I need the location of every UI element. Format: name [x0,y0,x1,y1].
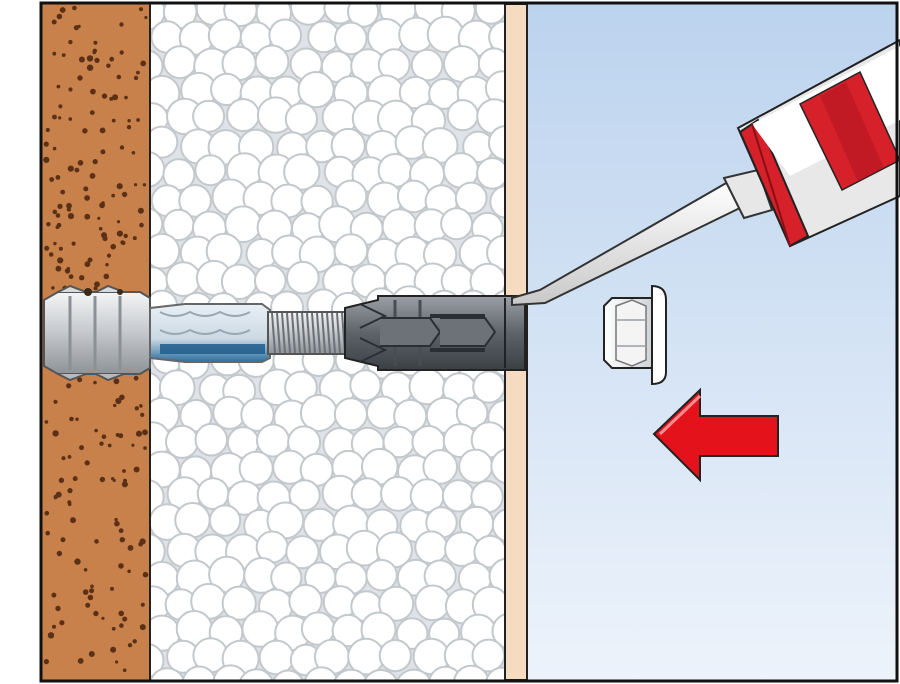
anchor-cap [603,284,667,386]
insulation-anchor [43,284,526,382]
sealant-cartridge [511,38,900,307]
direction-arrow [652,387,779,483]
anchor-threaded-bolt [267,311,347,355]
anchor-sleeve [344,295,526,371]
anchor-shaft [149,303,271,363]
anchor-expansion-sleeve [43,284,151,382]
cartridge-body [736,38,900,248]
illustration-frame [39,1,899,683]
